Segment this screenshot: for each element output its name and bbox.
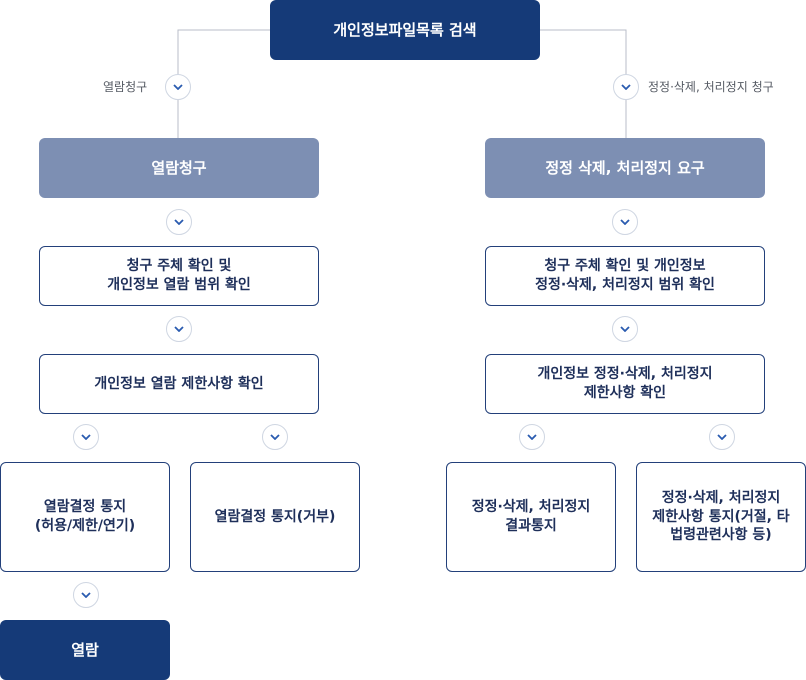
access-final-label: 열람: [71, 640, 99, 659]
correction-request-header-label: 정정 삭제, 처리정지 요구: [545, 158, 705, 177]
search-file-list-node: 개인정보파일목록 검색: [270, 0, 540, 60]
correction-restriction-notice-label: 정정·삭제, 처리정지 제한사항 통지(거절, 타 법령관련사항 등): [652, 489, 790, 544]
search-file-list-label: 개인정보파일목록 검색: [333, 20, 477, 39]
chevron-down-icon: [262, 424, 288, 450]
chevron-down-icon: [613, 74, 639, 100]
chevron-down-icon: [73, 424, 99, 450]
access-request-header-label: 열람청구: [151, 158, 207, 177]
chevron-down-icon: [612, 209, 638, 235]
access-restriction-check-label: 개인정보 열람 제한사항 확인: [94, 375, 264, 392]
access-decision-notice-deny: 열람결정 통지(거부): [190, 462, 360, 572]
chevron-down-icon: [709, 424, 735, 450]
chevron-down-icon: [165, 74, 191, 100]
branch-label-right: 정정·삭제, 처리정지 청구: [648, 80, 774, 94]
access-decision-deny-label: 열람결정 통지(거부): [214, 508, 336, 525]
access-restriction-check-step: 개인정보 열람 제한사항 확인: [39, 354, 319, 414]
chevron-down-icon: [73, 582, 99, 608]
correction-result-label: 정정·삭제, 처리정지 결과통지: [471, 499, 591, 534]
correction-restriction-check-label: 개인정보 정정·삭제, 처리정지 제한사항 확인: [537, 366, 713, 401]
branch-label-left: 열람청구: [103, 80, 148, 94]
correction-scope-check-step: 청구 주체 확인 및 개인정보 정정·삭제, 처리정지 범위 확인: [485, 246, 765, 306]
chevron-down-icon: [612, 316, 638, 342]
access-scope-check-step: 청구 주체 확인 및 개인정보 열람 범위 확인: [39, 246, 319, 306]
access-decision-notice-allow: 열람결정 통지 (허용/제한/연기): [0, 462, 170, 572]
access-decision-allow-label: 열람결정 통지 (허용/제한/연기): [34, 499, 136, 534]
correction-restriction-check-step: 개인정보 정정·삭제, 처리정지 제한사항 확인: [485, 354, 765, 414]
correction-request-header: 정정 삭제, 처리정지 요구: [485, 138, 765, 198]
chevron-down-icon: [519, 424, 545, 450]
chevron-down-icon: [166, 316, 192, 342]
correction-restriction-notice: 정정·삭제, 처리정지 제한사항 통지(거절, 타 법령관련사항 등): [636, 462, 806, 572]
access-request-header: 열람청구: [39, 138, 319, 198]
access-final-node: 열람: [0, 620, 170, 680]
correction-scope-check-label: 청구 주체 확인 및 개인정보 정정·삭제, 처리정지 범위 확인: [535, 258, 715, 293]
access-scope-check-label: 청구 주체 확인 및 개인정보 열람 범위 확인: [107, 258, 251, 293]
chevron-down-icon: [166, 209, 192, 235]
correction-result-notice: 정정·삭제, 처리정지 결과통지: [446, 462, 616, 572]
